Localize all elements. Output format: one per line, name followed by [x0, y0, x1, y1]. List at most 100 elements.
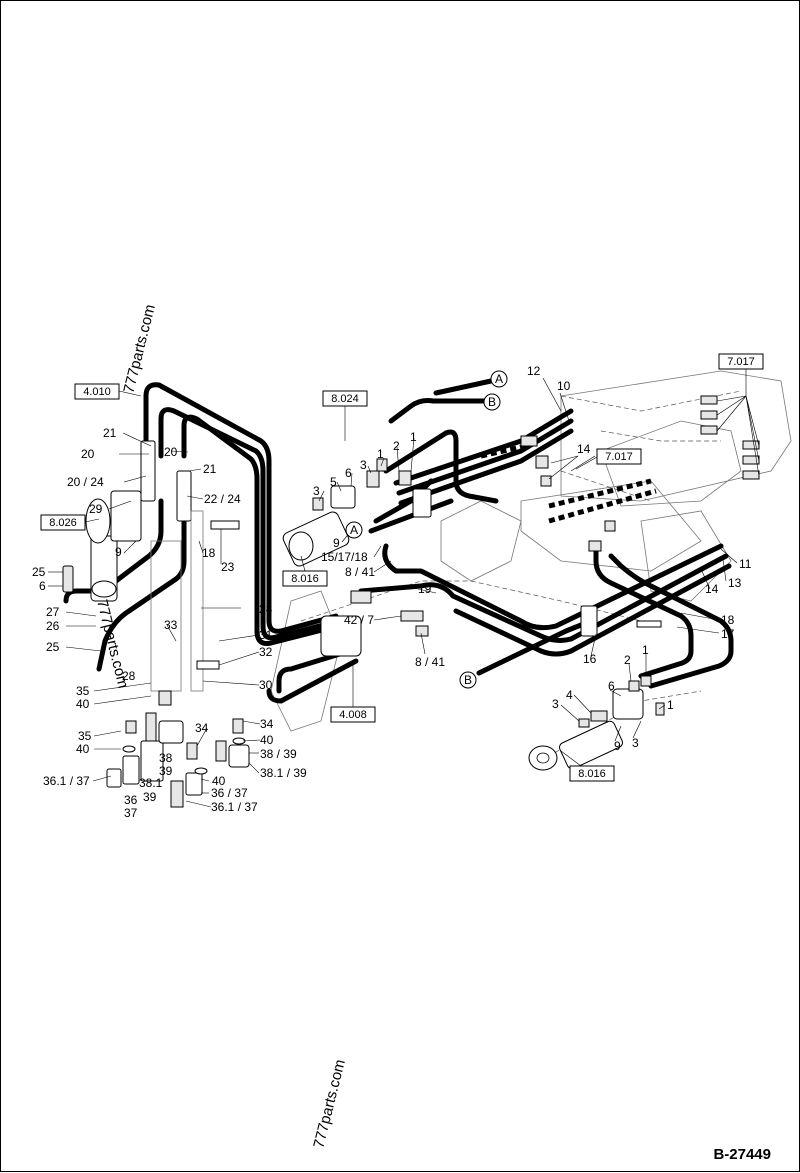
callout: 36 [124, 793, 138, 807]
callout: 38.1 [139, 776, 163, 790]
callout: 6 [345, 466, 352, 480]
callout: 40 [212, 774, 226, 788]
callout: 34 [260, 717, 274, 731]
callout: 35 [76, 684, 90, 698]
callouts-center: 3 5 6 3 1 2 1 9 15/17/18 8 / 41 19 42 / … [313, 430, 445, 669]
callout: 6 [608, 679, 615, 693]
callout: 2 [393, 439, 400, 453]
callout: 8 / 41 [415, 655, 445, 669]
callout: 36.1 / 37 [211, 800, 258, 814]
callout: 32 [259, 645, 273, 659]
callout: 1 [377, 447, 384, 461]
callout: 6 [39, 579, 46, 593]
callout: 40 [260, 733, 274, 747]
callout: 10 [557, 379, 571, 393]
callouts-left: 21 20 20 / 24 29 9 25 6 27 26 25 35 40 3… [32, 426, 307, 820]
callout: 19 [418, 582, 432, 596]
callout: 37 [124, 806, 138, 820]
callout: 31 [259, 628, 273, 642]
callout: 20 [164, 445, 178, 459]
callout: 39 [159, 764, 173, 778]
callout: 38 / 39 [260, 747, 297, 761]
marker-a-center: A [345, 521, 363, 539]
circle-markers: A B A B [345, 370, 508, 689]
svg-text:8.026: 8.026 [49, 517, 77, 529]
marker-a-top: A [490, 370, 508, 388]
svg-text:8.016: 8.016 [291, 573, 319, 585]
callout: 42 / 7 [344, 613, 374, 627]
callout: 18 [721, 613, 735, 627]
callout: 11 [739, 557, 752, 571]
callout: 1 [410, 430, 417, 444]
callout: 8 / 41 [345, 565, 375, 579]
callout: 27 [46, 605, 60, 619]
callout: 17 [721, 627, 735, 641]
callout: 21 [203, 462, 217, 476]
svg-text:4.008: 4.008 [339, 709, 367, 721]
callout: 12 [527, 364, 541, 378]
ref-box-8-026: 8.026 [40, 514, 100, 531]
callout: 2 [624, 653, 631, 667]
ref-box-8-016-right: 8.016 [560, 750, 615, 782]
svg-text:4.010: 4.010 [83, 386, 111, 398]
callout: 38.1 / 39 [260, 766, 307, 780]
callout: 28 [122, 669, 136, 683]
callout: 9 [333, 536, 340, 550]
callout: 1 [667, 698, 674, 712]
marker-b-top: B [483, 393, 501, 411]
ref-box-8-016-center: 8.016 [282, 555, 328, 587]
callout: 29 [89, 502, 103, 516]
callout: 39 [143, 790, 157, 804]
callout: 9 [115, 545, 122, 559]
callout: 36 / 37 [211, 786, 248, 800]
callout: 18 [202, 546, 216, 560]
callout: 3 [360, 458, 367, 472]
fitting-set-left [106, 690, 250, 808]
callout: 35 [78, 729, 92, 743]
callout: 13 [728, 576, 742, 590]
callout: 30 [259, 678, 273, 692]
callout: 9 [614, 739, 621, 753]
callout: 20 [81, 447, 95, 461]
callout: 40 [76, 742, 90, 756]
svg-text:A: A [495, 372, 503, 386]
components [62, 395, 760, 808]
watermark: 777parts.com [120, 303, 158, 395]
leader-lines [48, 369, 760, 808]
svg-text:7.017: 7.017 [605, 451, 633, 463]
callout: 15/17/18 [321, 550, 368, 564]
callout: 34 [195, 721, 209, 735]
callout: 1 [642, 643, 649, 657]
callout: 25 [46, 640, 60, 654]
callout: 25 [32, 565, 46, 579]
callout: 20 / 24 [67, 475, 104, 489]
callout: 3 [313, 484, 320, 498]
svg-text:A: A [350, 523, 358, 537]
callout: 33 [164, 618, 178, 632]
callout: 14 [577, 442, 591, 456]
ref-box-4-008: 4.008 [330, 661, 376, 723]
callout: 14 [705, 582, 719, 596]
callout: 4 [566, 688, 573, 702]
reference-boxes: 4.010 8.024 8.026 8.016 7.017 7.017 [40, 353, 764, 782]
watermark: 777parts.com [310, 1058, 348, 1150]
marker-b-lower: B [459, 671, 477, 689]
svg-text:7.017: 7.017 [727, 356, 755, 368]
callouts-right: 12 10 14 11 13 14 18 17 16 2 1 6 4 3 9 3… [527, 364, 752, 753]
svg-text:B: B [488, 395, 496, 409]
callout: 28 [259, 602, 273, 616]
callout: 21 [103, 426, 117, 440]
ref-box-8-024: 8.024 [322, 390, 368, 441]
callout: 38 [159, 751, 173, 765]
svg-text:8.016: 8.016 [578, 768, 606, 780]
callout: 16 [583, 652, 597, 666]
svg-text:B: B [464, 673, 472, 687]
callout: 23 [221, 560, 235, 574]
hydraulic-hoses [63, 378, 734, 704]
drawing-number: B-27449 [713, 1146, 771, 1163]
callout: 3 [552, 697, 559, 711]
ref-box-4-010: 4.010 [74, 383, 142, 400]
ref-box-7-017-mid: 7.017 [575, 448, 642, 470]
